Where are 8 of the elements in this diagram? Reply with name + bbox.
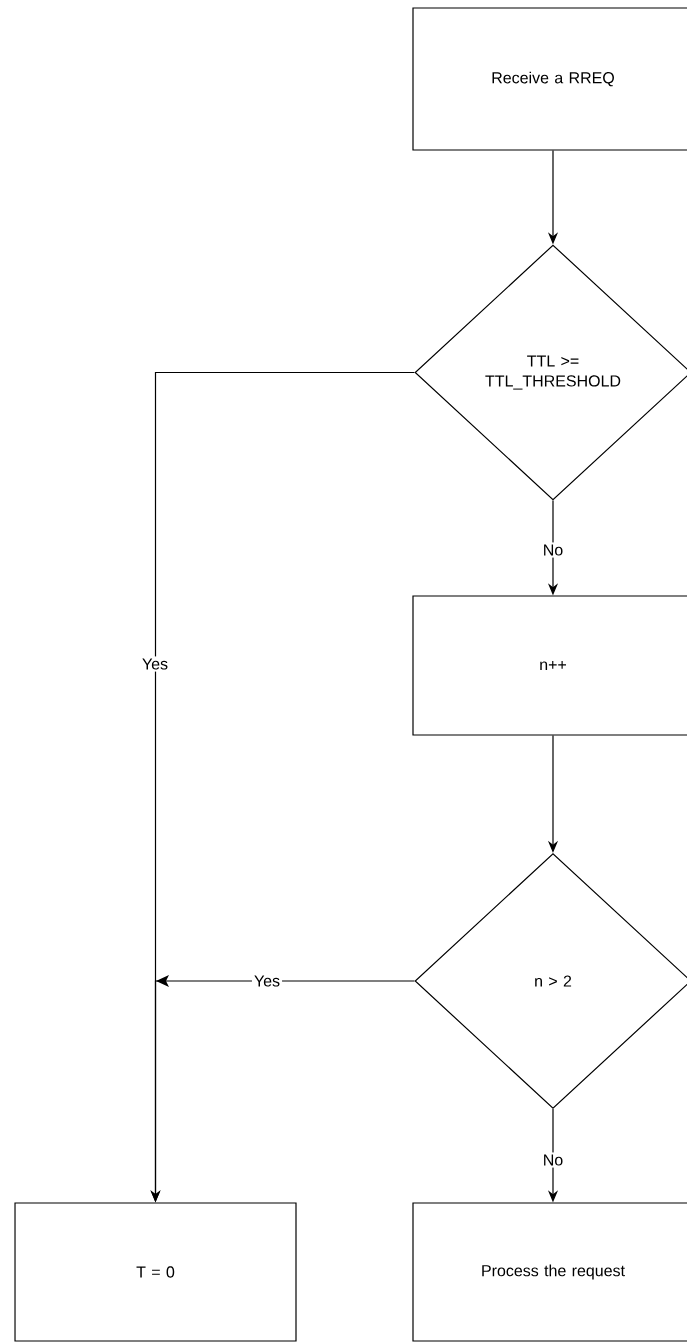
- process-box: Process the request: [412, 1202, 687, 1342]
- edge-label: Yes: [139, 656, 171, 672]
- edge-label: Yes: [251, 973, 283, 989]
- edge-label: No: [540, 542, 566, 558]
- process-box: n++: [412, 595, 687, 736]
- process-box: T = 0: [14, 1202, 297, 1342]
- process-box: Receive a RREQ: [412, 7, 687, 151]
- edge-label: No: [540, 1152, 566, 1168]
